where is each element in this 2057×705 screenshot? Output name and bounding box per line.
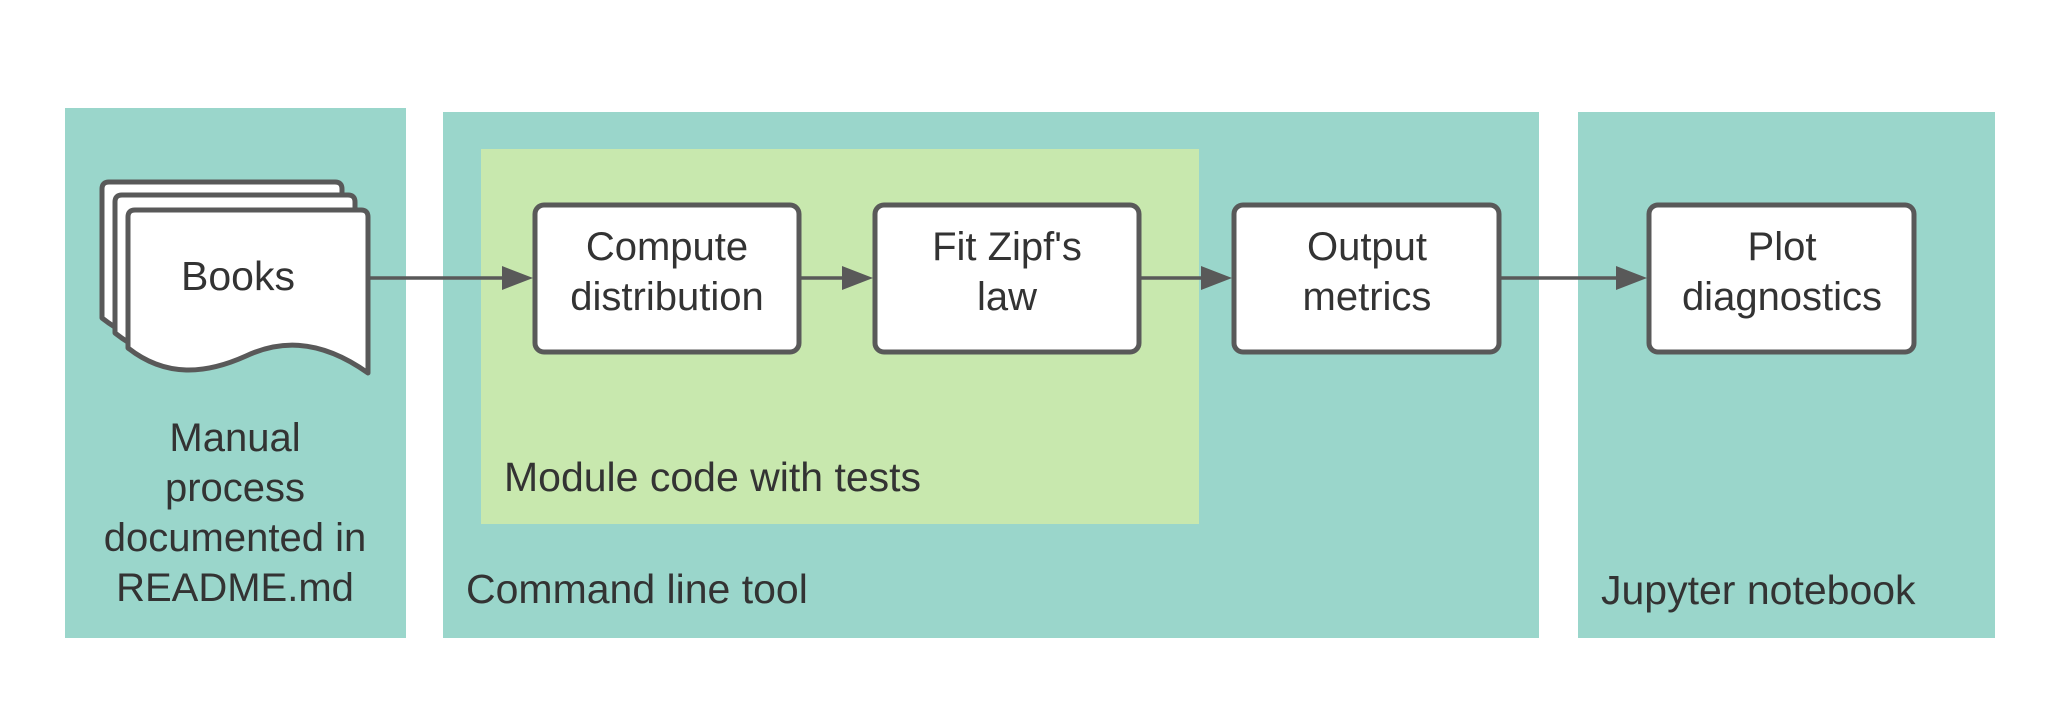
plot-line-1: Plot: [1748, 225, 1817, 269]
compute-line-1: Compute: [586, 225, 748, 269]
edge-books-to-compute: [370, 266, 533, 290]
plot-line-2: diagnostics: [1682, 275, 1882, 319]
plot-diagnostics-node: Plot diagnostics: [1646, 202, 1917, 355]
fit-line-1: Fit Zipf's: [932, 225, 1082, 269]
module-panel-label: Module code with tests: [504, 454, 921, 500]
document-stack-icon: [99, 179, 371, 376]
command-line-panel-label: Command line tool: [466, 566, 808, 612]
manual-line-3: documented in: [104, 516, 366, 560]
edge-fit-to-output: [1141, 266, 1232, 290]
output-metrics-node: Output metrics: [1231, 202, 1502, 355]
compute-distribution-node: Compute distribution: [532, 202, 802, 355]
edge-compute-to-fit: [800, 266, 873, 290]
fit-line-2: law: [977, 275, 1037, 319]
fit-zipfs-law-node: Fit Zipf's law: [872, 202, 1142, 355]
compute-line-2: distribution: [570, 275, 763, 319]
manual-line-4: README.md: [116, 566, 354, 610]
jupyter-panel: [1578, 112, 1995, 638]
manual-line-2: process: [165, 466, 305, 510]
books-node: Books: [99, 179, 371, 376]
output-line-1: Output: [1307, 225, 1427, 269]
books-label: Books: [181, 253, 295, 299]
jupyter-panel-label: Jupyter notebook: [1601, 567, 1916, 613]
manual-line-1: Manual: [169, 416, 300, 460]
edge-output-to-plot: [1500, 266, 1647, 290]
manual-process-description: Manual process documented in README.md: [104, 416, 366, 610]
output-line-2: metrics: [1303, 275, 1432, 319]
